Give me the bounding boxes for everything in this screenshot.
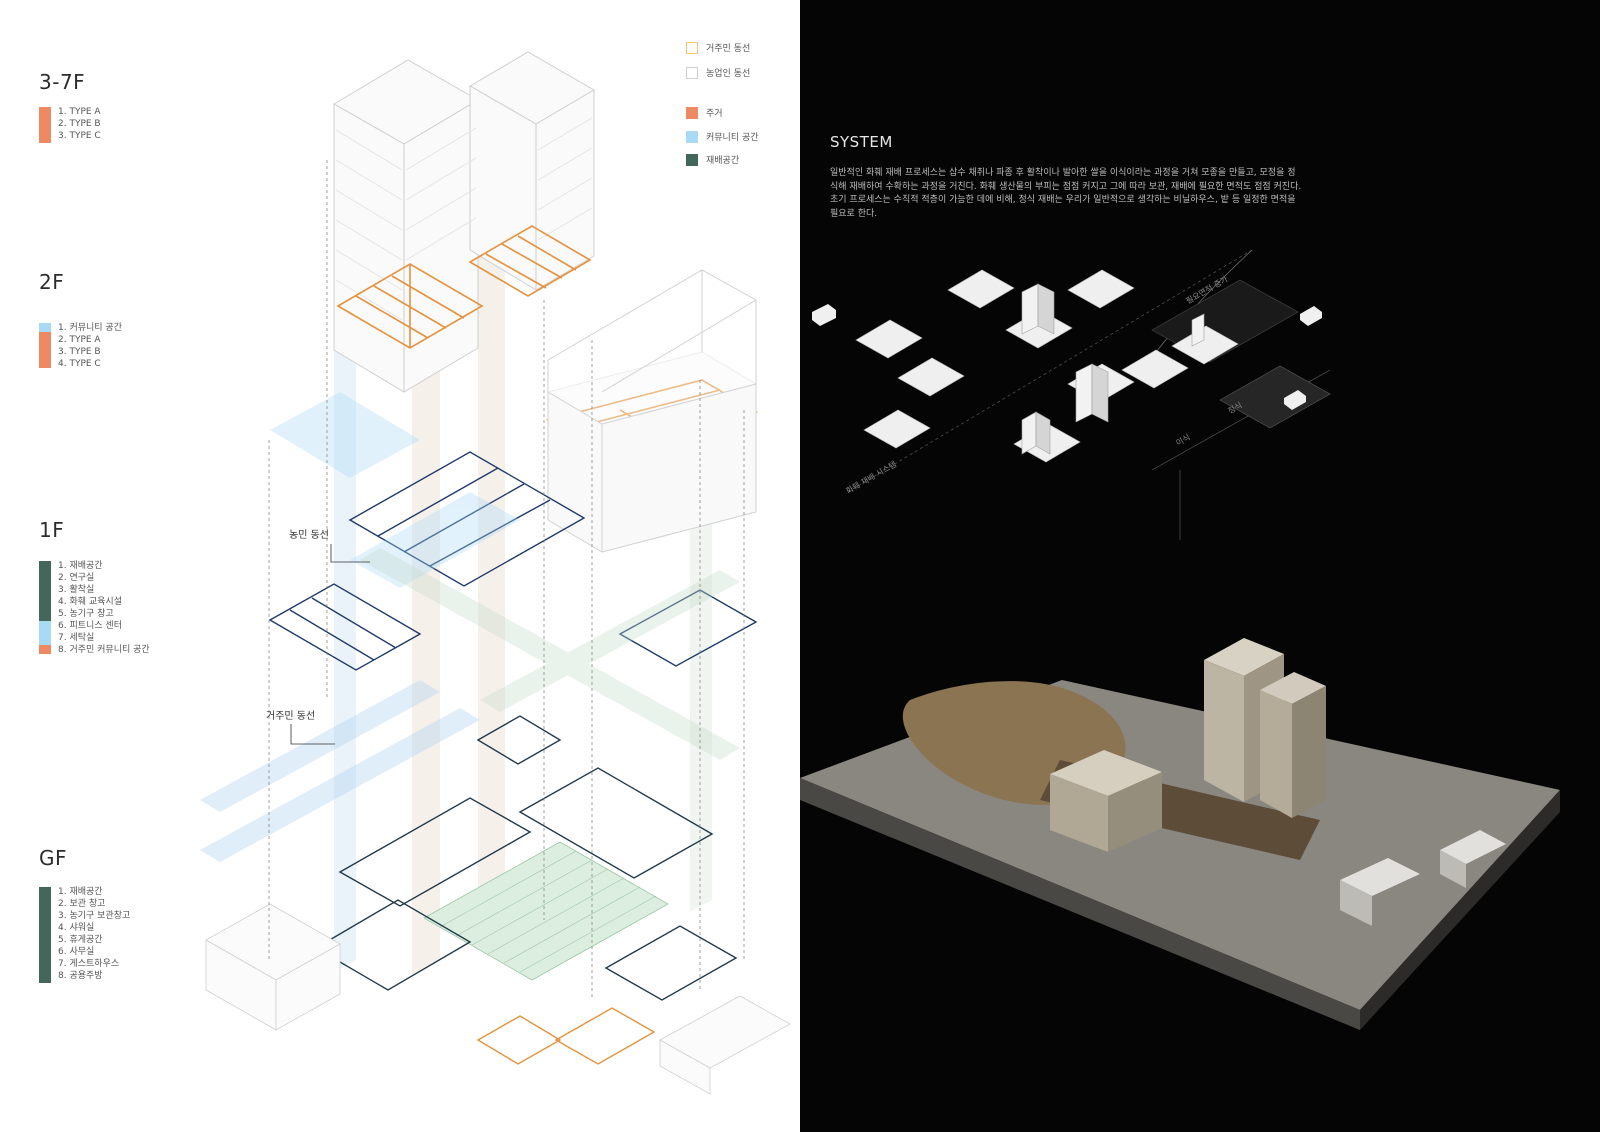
list-item: 1. TYPE A (58, 107, 101, 117)
vertical-shafts (334, 145, 712, 975)
legend-label: 커뮤니티 공간 (706, 133, 759, 143)
system-title: SYSTEM (830, 133, 893, 151)
list-item: 8. 공용주방 (58, 971, 103, 981)
list-item: 7. 세탁실 (58, 633, 95, 643)
legend-key-cultivation: 재배공간 (686, 153, 739, 166)
floor-title-2f: 2F (39, 270, 65, 294)
legend-key-residence: 주거 (686, 106, 723, 119)
diagram-label-transplant: 이식 (1174, 432, 1192, 448)
description-line: 일반적인 화훼 재배 프로세스는 삽수 채취나 파종 후 활착이나 발아한 쌀을… (830, 168, 1296, 178)
list-item: 2. TYPE B (58, 119, 101, 129)
legend-swatch (686, 130, 698, 143)
list-item: 2. TYPE A (58, 335, 101, 345)
legend-bar-community (39, 621, 51, 645)
list-item: 6. 피트니스 센터 (58, 621, 122, 631)
floor-gf-greenhouse (423, 841, 669, 981)
legend-label: 주거 (706, 109, 723, 119)
legend-swatch (686, 106, 698, 119)
process-towers (1021, 283, 1205, 455)
list-item: 6. 사무실 (58, 947, 95, 957)
legend-swatch (686, 153, 698, 166)
list-item: 8. 거주민 커뮤니티 공간 (58, 645, 150, 655)
projection-lines (268, 160, 745, 1000)
list-item: 3. 활착실 (58, 585, 95, 595)
physical-model-photo (800, 638, 1560, 1030)
system-diagram-and-model: 화훼 재배 시스템 이식 정식 필요면적 증가 (800, 249, 1560, 1030)
legend-label: 농업인 동선 (706, 69, 751, 79)
tower-facade-lines (335, 117, 593, 321)
legend-bar-residence (39, 332, 51, 368)
floor-list-3-7f: 1. TYPE A 2. TYPE B 3. TYPE C (58, 106, 101, 142)
legend-label: 재배공간 (706, 156, 740, 166)
floor-gf-greenhouse-ribs (439, 850, 657, 973)
floor-gf-plans (314, 715, 738, 1001)
list-item: 4. 화훼 교육시설 (58, 597, 122, 607)
callout-resident-path: 거주민 동선 (266, 711, 316, 722)
list-item: 3. TYPE B (58, 347, 101, 357)
system-panel: 화훼 재배 시스템 이식 정식 필요면적 증가 (800, 0, 1600, 1132)
list-item: 5. 농기구 창고 (58, 609, 114, 619)
list-item: 4. TYPE C (58, 359, 101, 369)
list-item: 1. 재배공간 (58, 561, 103, 571)
description-line: 초기 프로세스는 수직적 적층이 가능한 데에 비해, 정식 재배는 우리가 일… (830, 195, 1296, 205)
legend-swatch (686, 41, 698, 54)
outbuildings (205, 903, 791, 1095)
legend-key-farmer-path: 농업인 동선 (686, 66, 750, 79)
list-item: 3. TYPE C (58, 131, 101, 141)
floor-list-2f: 1. 커뮤니티 공간 2. TYPE A 3. TYPE B 4. TYPE C (58, 322, 122, 370)
floor-1f-community-wash (270, 392, 520, 588)
legend-label: 거주민 동선 (706, 44, 751, 54)
isometric-exploded-panel: 3-7F 1. TYPE A 2. TYPE B 3. TYPE C 2F 1.… (39, 41, 791, 1095)
list-item: 2. 보관 창고 (58, 899, 106, 909)
list-item: 5. 휴게공간 (58, 935, 103, 945)
callout-farmer-path: 농민 동선 (289, 530, 329, 541)
legend-key-community: 커뮤니티 공간 (686, 130, 759, 143)
floor-list-1f: 1. 재배공간 2. 연구실 3. 활착실 4. 화훼 교육시설 5. 농기구 … (58, 560, 150, 656)
description-line: 필요로 한다. (830, 208, 878, 219)
list-item: 4. 샤워실 (58, 923, 95, 933)
tower-b (469, 51, 595, 291)
process-platforms (855, 269, 1239, 463)
residence-block-2f (546, 269, 758, 553)
legend-bar-community (39, 323, 51, 332)
exploded-axonometric-drawing (200, 51, 791, 1095)
description-line: 식해 재배하여 수확하는 과정을 거친다. 화훼 생산물의 부피는 점점 커지고… (830, 181, 1302, 192)
legend-bar-residence (39, 107, 51, 143)
list-item: 3. 농기구 보관창고 (58, 911, 131, 921)
floor-title-gf: GF (39, 846, 68, 870)
list-item: 2. 연구실 (58, 573, 95, 583)
callout-leaders (290, 544, 370, 745)
list-item: 1. 재배공간 (58, 887, 103, 897)
tower-a (333, 59, 479, 393)
legend-bar-cultivation (39, 887, 51, 983)
system-description: 일반적인 화훼 재배 프로세스는 삽수 채취나 파종 후 활착이나 발아한 쌀을… (830, 167, 1350, 221)
legend-swatch (686, 66, 698, 79)
legend-bar-cultivation (39, 561, 51, 621)
legend-bar-residence (39, 645, 51, 654)
floor-gf-residence-plans (476, 1007, 656, 1065)
circulation-bands (200, 548, 740, 862)
list-item: 1. 커뮤니티 공간 (58, 323, 122, 333)
list-item: 7. 게스트하우스 (58, 959, 120, 969)
diagram-label-system-axis: 화훼 재배 시스템 (844, 459, 898, 496)
floor-list-gf: 1. 재배공간 2. 보관 창고 3. 농기구 보관창고 4. 샤워실 5. 휴… (58, 886, 130, 982)
process-vehicles (812, 304, 1322, 410)
legend-key-resident-path: 거주민 동선 (686, 41, 750, 54)
floor-title-1f: 1F (39, 518, 65, 542)
floor-title-3-7f: 3-7F (39, 70, 86, 94)
